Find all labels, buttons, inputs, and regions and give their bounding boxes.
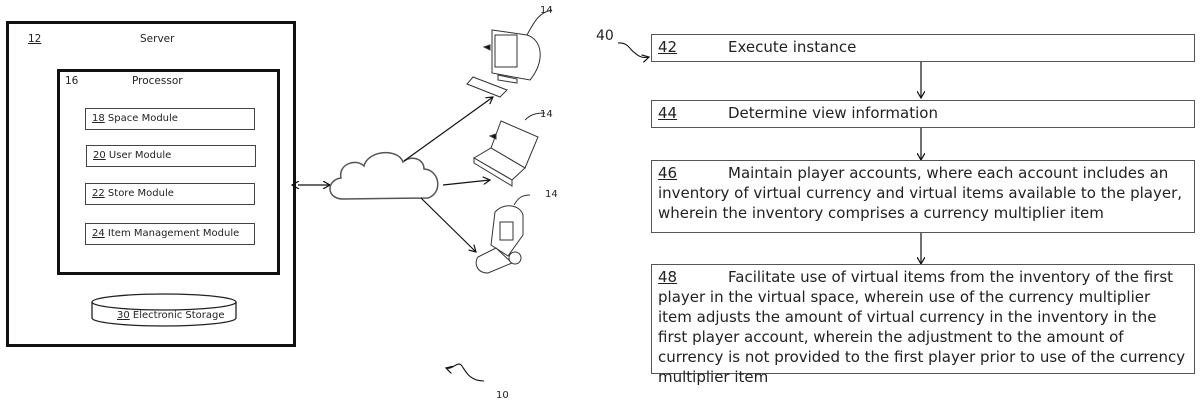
step-ref: 48 [658,268,678,286]
step-ref: 42 [658,38,678,56]
storage-label-wrap: 30 Electronic Storage [117,310,225,321]
storage-cylinder-icon [91,293,237,327]
step-text: Facilitate use of virtual items from the… [658,268,1186,386]
step-text: Determine view information [728,104,938,122]
module-label: Space Module [107,113,178,124]
module-label: Store Module [107,188,174,199]
flowchart-ref: 40 [596,28,614,44]
flowchart-ref-arrow [617,42,649,58]
link-to-laptop [442,180,490,186]
module-item-management: 24 Item Management Module [85,223,255,245]
step-text: Maintain player accounts, where each acc… [658,164,1183,222]
cloud-network-icon [329,152,439,200]
server-ref: 12 [28,33,42,45]
module-user: 20 User Module [86,145,256,167]
storage-label: Electronic Storage [132,310,225,321]
flow-step-44: 44 Determine view information [651,100,1195,128]
module-space: 18 Space Module [85,108,255,130]
module-ref: 18 [92,113,105,124]
server-label: Server [140,33,175,45]
module-ref: 22 [92,188,105,199]
module-ref: 20 [93,150,106,161]
step-text: Execute instance [728,38,857,56]
laptop-ref: 14 [540,109,553,120]
module-label: Item Management Module [107,228,240,239]
desktop-ref: 14 [540,5,553,16]
processor-label: Processor [132,75,183,87]
link-to-phone [420,197,476,252]
processor-ref: 16 [65,75,79,87]
step-ref: 46 [658,164,678,182]
step-ref: 44 [658,104,678,122]
storage-ref: 30 [117,310,130,321]
system-ref-arrow [446,363,485,382]
desktop-computer-icon [466,9,553,98]
flip-phone-icon [475,194,531,274]
processor-box: 16 Processor 18 Space Module 20 User Mod… [57,69,280,275]
module-ref: 24 [92,228,105,239]
flow-step-42: 42 Execute instance [651,34,1195,62]
link-to-desktop [403,97,493,162]
module-store: 22 Store Module [85,183,255,205]
system-ref: 10 [496,390,509,401]
module-label: User Module [108,150,172,161]
laptop-icon [473,112,546,187]
phone-ref: 14 [545,189,558,200]
